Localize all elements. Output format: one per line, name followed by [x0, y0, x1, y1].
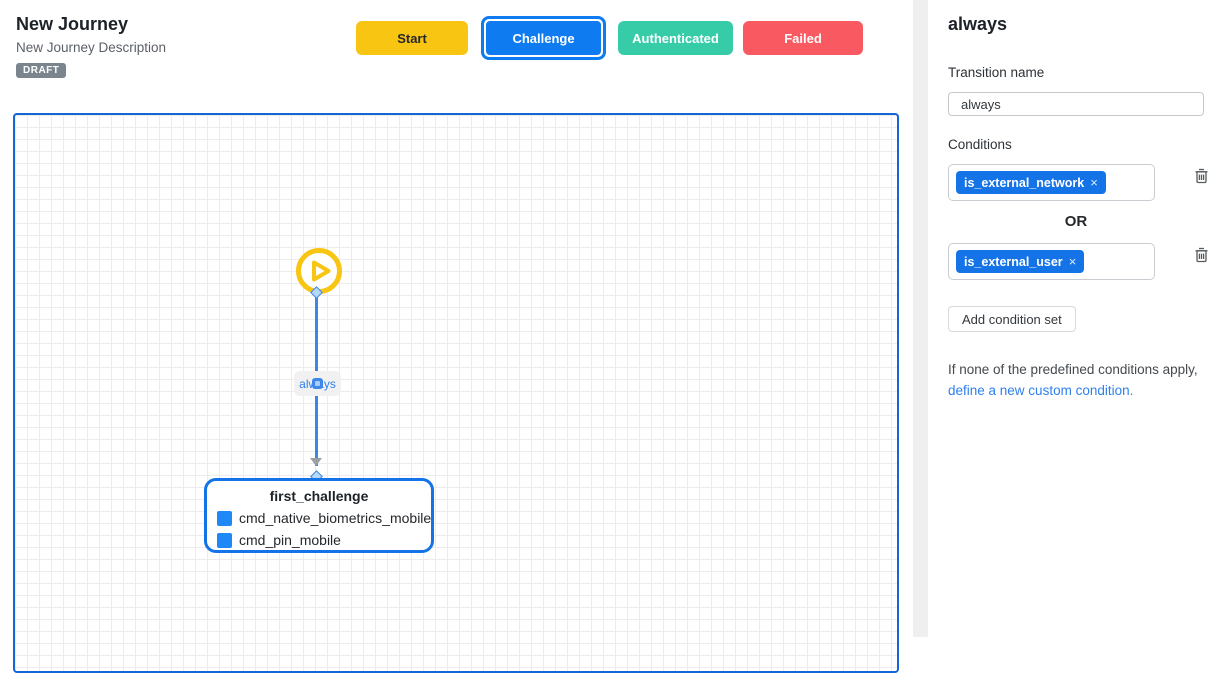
node-item-label: cmd_pin_mobile — [239, 532, 341, 548]
delete-condition-set-button[interactable] — [1193, 168, 1209, 185]
node-title: first_challenge — [269, 488, 369, 504]
trash-icon — [1194, 168, 1209, 187]
edge-arrowhead-icon — [310, 458, 322, 466]
command-icon — [217, 532, 232, 548]
condition-chip[interactable]: is_external_user × — [956, 250, 1085, 273]
conditions-label: Conditions — [948, 137, 1012, 152]
transition-name-label: Transition name — [948, 65, 1045, 80]
challenge-button-selected-outline: Challenge — [481, 16, 606, 60]
start-node[interactable] — [293, 245, 345, 297]
authenticated-button[interactable]: Authenticated — [618, 21, 733, 55]
condition-set-input[interactable]: is_external_user × — [948, 243, 1155, 280]
transition-name-input[interactable] — [948, 92, 1204, 116]
challenge-button[interactable]: Challenge — [486, 21, 601, 55]
predefined-conditions-note: If none of the predefined conditions app… — [948, 359, 1200, 401]
panel-divider — [913, 0, 928, 637]
chip-remove-icon[interactable]: × — [1068, 254, 1077, 269]
start-button[interactable]: Start — [356, 21, 468, 55]
node-item: cmd_pin_mobile — [217, 529, 421, 551]
condition-chip[interactable]: is_external_network × — [956, 171, 1106, 194]
chip-remove-icon[interactable]: × — [1090, 175, 1098, 190]
edge-label[interactable]: always — [294, 371, 341, 396]
page-subtitle: New Journey Description — [16, 40, 167, 55]
add-condition-set-button[interactable]: Add condition set — [948, 306, 1076, 332]
or-separator: OR — [1064, 213, 1088, 230]
node-item: cmd_native_biometrics_mobile — [217, 507, 431, 529]
failed-button[interactable]: Failed — [743, 21, 863, 55]
condition-chip-label: is_external_user — [964, 254, 1063, 269]
play-icon — [293, 248, 345, 301]
delete-condition-set-button[interactable] — [1193, 247, 1209, 264]
edge-midpoint-icon — [312, 378, 323, 389]
panel-title: always — [948, 14, 1008, 34]
define-custom-condition-link[interactable]: define a new custom condition. — [948, 383, 1134, 398]
challenge-node[interactable]: first_challenge cmd_native_biometrics_mo… — [204, 478, 434, 553]
command-icon — [217, 510, 232, 526]
journey-canvas[interactable]: always first_challenge cmd_native_biomet… — [13, 113, 899, 673]
condition-chip-label: is_external_network — [964, 175, 1085, 190]
condition-set-input[interactable]: is_external_network × — [948, 164, 1155, 201]
note-text: If none of the predefined conditions app… — [948, 362, 1198, 377]
status-badge: DRAFT — [16, 63, 67, 78]
page-title: New Journey — [16, 14, 129, 34]
trash-icon — [1194, 247, 1209, 266]
node-item-label: cmd_native_biometrics_mobile — [239, 510, 432, 526]
